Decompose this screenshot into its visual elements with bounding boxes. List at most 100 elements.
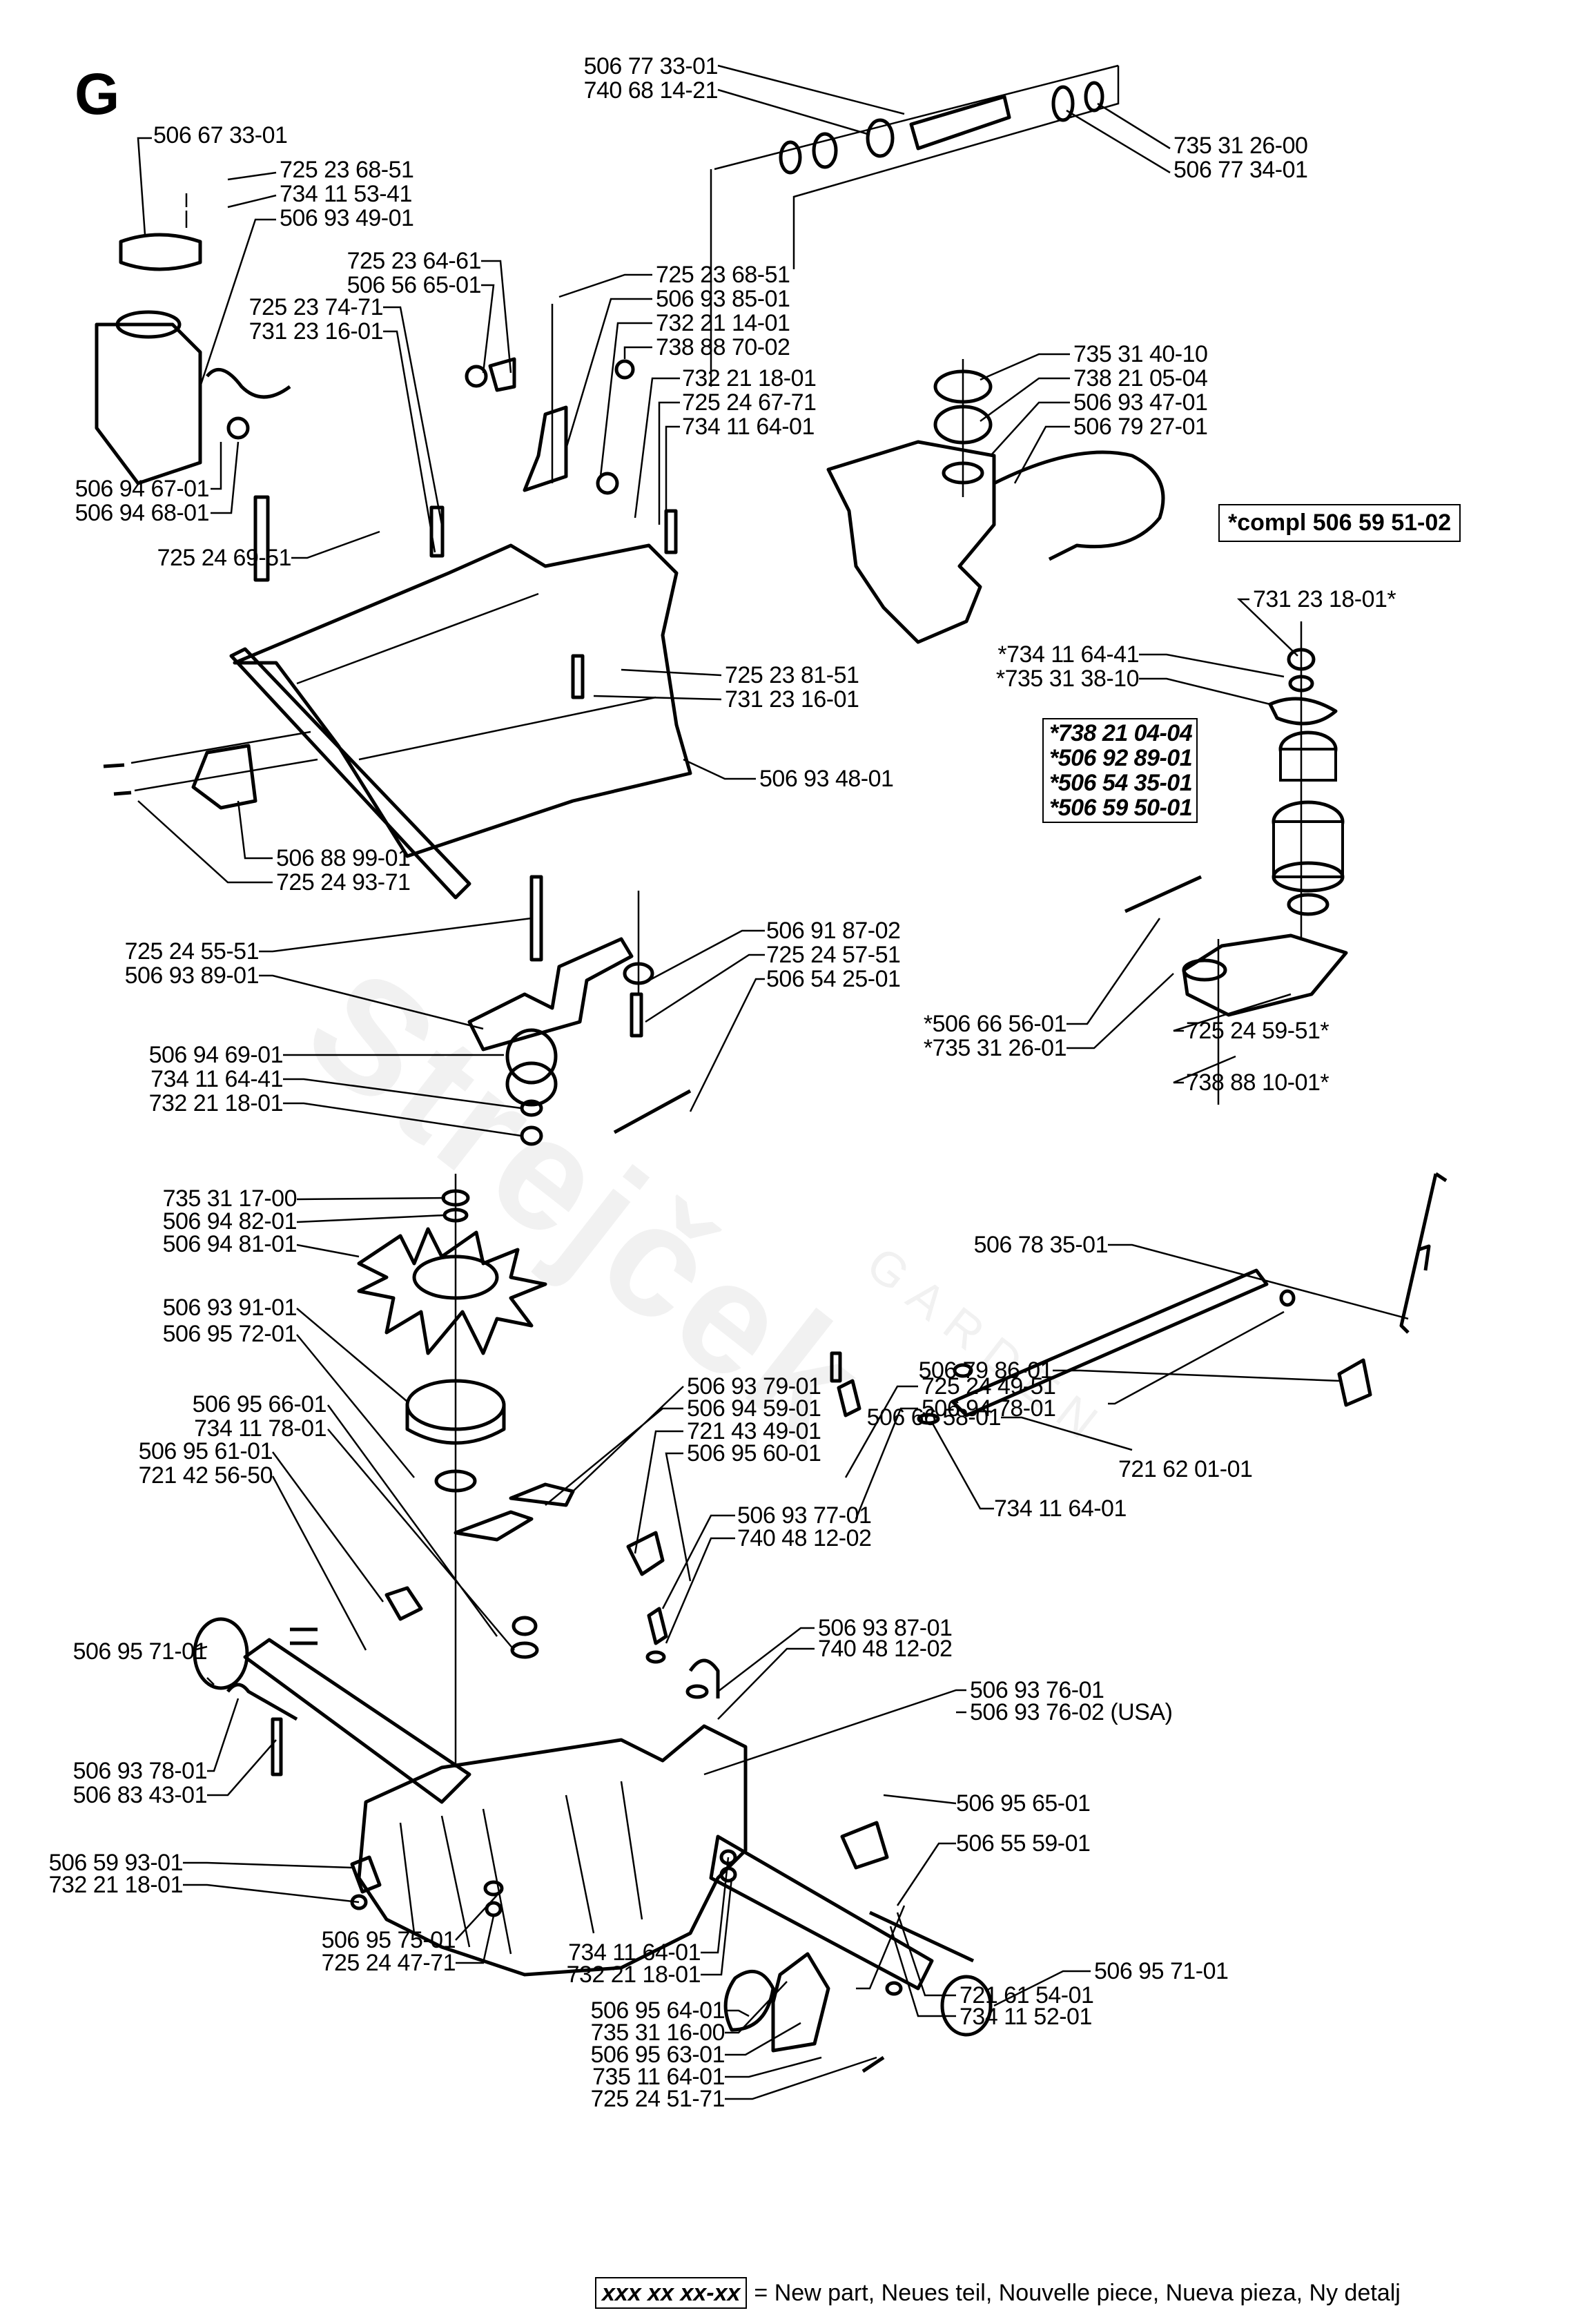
part-label[interactable]: 506 95 60-01 xyxy=(687,1440,821,1466)
part-label[interactable]: 506 95 63-01 xyxy=(590,2042,725,2068)
part-label[interactable]: 721 42 56-50 xyxy=(138,1462,273,1489)
part-label[interactable]: 506 91 87-02 xyxy=(766,918,901,944)
part-label[interactable]: 506 93 76-02 (USA) xyxy=(970,1699,1173,1725)
part-label[interactable]: 731 23 16-01 xyxy=(249,318,384,345)
part-label[interactable]: 725 24 69-51 xyxy=(157,545,292,571)
part-label[interactable]: *735 31 26-01 xyxy=(923,1035,1067,1061)
part-label[interactable]: 506 83 43-01 xyxy=(72,1782,208,1808)
part-label[interactable]: 506 79 86-01 xyxy=(918,1357,1053,1384)
idler-pulley xyxy=(505,1028,558,1146)
part-label[interactable]: 506 94 69-01 xyxy=(148,1042,284,1068)
part-label[interactable]: 735 31 40-10 xyxy=(1073,341,1208,367)
part-label[interactable]: 506 59 93-01 xyxy=(48,1850,184,1876)
part-label[interactable]: 721 61 54-01 xyxy=(960,1982,1094,2008)
part-label[interactable]: 734 11 78-01 xyxy=(194,1415,327,1442)
part-label[interactable]: 735 31 26-00 xyxy=(1173,133,1308,159)
part-label[interactable]: 721 43 49-01 xyxy=(687,1418,821,1444)
new-part-label[interactable]: *506 92 89-01 xyxy=(1049,745,1193,771)
part-label[interactable]: 734 11 64-01 xyxy=(568,1939,701,1966)
part-label[interactable]: 506 54 25-01 xyxy=(766,966,901,992)
part-label[interactable]: *735 31 38-10 xyxy=(995,666,1140,692)
part-label[interactable]: 735 31 16-00 xyxy=(590,2020,725,2046)
part-label[interactable]: 506 95 75-01 xyxy=(321,1927,456,1953)
part-label[interactable]: 506 66 58-01 xyxy=(866,1404,1002,1431)
part-label[interactable]: 506 95 65-01 xyxy=(956,1790,1091,1817)
part-label[interactable]: 740 68 14-21 xyxy=(583,77,719,104)
part-label[interactable]: 725 23 74-71 xyxy=(249,294,384,320)
part-label[interactable]: 725 24 93-71 xyxy=(276,869,411,895)
part-label[interactable]: 506 95 61-01 xyxy=(138,1438,273,1464)
part-label[interactable]: 506 95 71-01 xyxy=(1094,1958,1229,1984)
part-label[interactable]: 740 48 12-02 xyxy=(737,1525,872,1551)
bypass-linkage xyxy=(830,1172,1448,1425)
transaxle-body xyxy=(193,1482,993,2073)
part-label[interactable]: 506 95 66-01 xyxy=(192,1391,327,1417)
part-label[interactable]: 725 23 81-51 xyxy=(725,662,859,688)
part-label[interactable]: 506 93 49-01 xyxy=(280,205,414,231)
part-label[interactable]: 506 88 99-01 xyxy=(276,845,411,871)
new-part-label[interactable]: *738 21 04-04 xyxy=(1049,720,1193,746)
part-label[interactable]: *734 11 64-41 xyxy=(997,641,1139,668)
part-label[interactable]: 725 23 68-51 xyxy=(280,157,414,183)
part-label[interactable]: 506 56 65-01 xyxy=(347,272,482,298)
part-label[interactable]: 735 31 17-00 xyxy=(162,1185,298,1212)
part-label[interactable]: *506 66 56-01 xyxy=(923,1011,1067,1037)
part-label[interactable]: 732 21 18-01 xyxy=(148,1090,284,1116)
part-label[interactable]: 506 95 64-01 xyxy=(590,1997,725,2024)
part-label[interactable]: 732 21 18-01 xyxy=(566,1962,701,1988)
part-label[interactable]: 734 11 52-01 xyxy=(960,2004,1092,2030)
part-label[interactable]: 506 93 87-01 xyxy=(818,1615,953,1641)
part-label[interactable]: 725 24 49-51 xyxy=(922,1373,1056,1400)
part-label[interactable]: 506 95 72-01 xyxy=(162,1321,298,1347)
part-label[interactable]: 506 93 78-01 xyxy=(72,1758,208,1784)
part-label[interactable]: 506 94 81-01 xyxy=(162,1231,298,1257)
part-label[interactable]: 725 23 68-51 xyxy=(656,262,790,288)
part-label[interactable]: 732 21 14-01 xyxy=(656,310,790,336)
new-part-label[interactable]: *506 54 35-01 xyxy=(1049,770,1193,796)
part-label[interactable]: 506 93 91-01 xyxy=(162,1295,298,1321)
part-label[interactable]: 740 48 12-02 xyxy=(818,1636,953,1662)
part-label[interactable]: 506 93 47-01 xyxy=(1073,389,1208,416)
part-label[interactable]: 721 62 01-01 xyxy=(1118,1456,1253,1482)
part-label[interactable]: 506 94 59-01 xyxy=(687,1395,821,1422)
part-label[interactable]: 735 11 64-01 xyxy=(592,2064,725,2090)
part-label[interactable]: 731 23 18-01* xyxy=(1253,586,1396,612)
part-label[interactable]: 506 77 34-01 xyxy=(1173,157,1308,183)
part-label[interactable]: 738 88 10-01* xyxy=(1186,1069,1329,1096)
part-label[interactable]: 506 93 48-01 xyxy=(759,766,894,792)
part-label[interactable]: 506 94 78-01 xyxy=(922,1395,1056,1422)
part-label[interactable]: 506 94 68-01 xyxy=(75,500,210,526)
part-label[interactable]: 506 93 79-01 xyxy=(687,1373,821,1400)
part-label[interactable]: 506 94 67-01 xyxy=(75,476,210,502)
part-label[interactable]: 731 23 16-01 xyxy=(725,686,859,713)
part-label[interactable]: 734 11 64-41 xyxy=(150,1066,283,1092)
part-label[interactable]: 738 21 05-04 xyxy=(1073,365,1208,391)
part-label[interactable]: 506 79 27-01 xyxy=(1073,414,1208,440)
part-label[interactable]: 506 95 71-01 xyxy=(72,1638,208,1665)
part-label[interactable]: 506 78 35-01 xyxy=(973,1232,1109,1258)
part-label[interactable]: 506 55 59-01 xyxy=(956,1830,1091,1857)
part-label[interactable]: 725 24 47-71 xyxy=(321,1950,456,1976)
part-label[interactable]: 506 94 82-01 xyxy=(162,1208,298,1234)
part-label[interactable]: 732 21 18-01 xyxy=(682,365,817,391)
part-label[interactable]: 734 11 64-01 xyxy=(994,1495,1127,1522)
part-label[interactable]: 738 88 70-02 xyxy=(656,334,790,360)
shaft-assembly xyxy=(710,64,1120,387)
part-label[interactable]: 725 24 57-51 xyxy=(766,942,901,968)
part-label[interactable]: 734 11 64-01 xyxy=(682,414,815,440)
part-label[interactable]: 725 24 67-71 xyxy=(682,389,817,416)
part-label[interactable]: 506 93 85-01 xyxy=(656,286,790,312)
part-label[interactable]: 725 24 55-51 xyxy=(124,938,260,965)
part-label[interactable]: 506 67 33-01 xyxy=(153,122,288,148)
part-label[interactable]: 732 21 18-01 xyxy=(48,1872,184,1898)
part-label[interactable]: 506 93 76-01 xyxy=(970,1677,1104,1703)
part-label[interactable]: 725 24 51-71 xyxy=(590,2086,725,2112)
part-label[interactable]: 725 24 59-51* xyxy=(1186,1018,1329,1044)
new-part-label[interactable]: *506 59 50-01 xyxy=(1049,795,1193,821)
part-label[interactable]: 506 77 33-01 xyxy=(583,53,719,79)
part-label[interactable]: 506 93 77-01 xyxy=(737,1502,872,1529)
part-label[interactable]: 506 93 89-01 xyxy=(124,962,260,989)
part-label[interactable]: 725 23 64-61 xyxy=(347,248,482,274)
part-label[interactable]: 734 11 53-41 xyxy=(280,181,412,207)
new-parts-box: *738 21 04-04 *506 92 89-01 *506 54 35-0… xyxy=(1042,718,1198,823)
